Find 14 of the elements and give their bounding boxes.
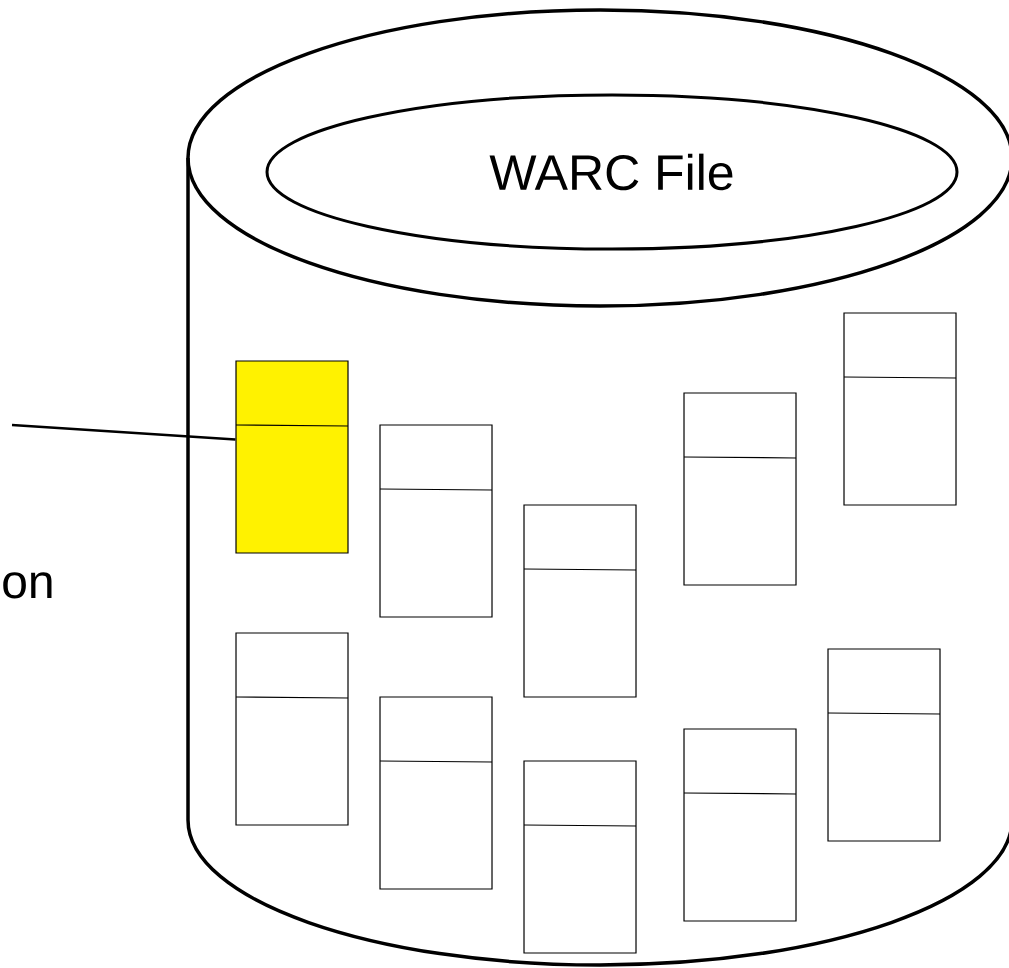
leader-line <box>11 423 236 441</box>
record-box <box>379 424 493 618</box>
record-box <box>523 760 637 954</box>
cylinder-drawing <box>186 8 1009 967</box>
record-box <box>523 504 637 698</box>
record-box <box>843 312 957 506</box>
record-box <box>683 392 797 586</box>
record-box <box>379 696 493 890</box>
record-box <box>683 728 797 922</box>
record-box <box>827 648 941 842</box>
record-box <box>235 360 349 554</box>
ellipse-label: WARC File <box>265 93 959 251</box>
record-box <box>235 632 349 826</box>
label-text: on <box>3 572 52 599</box>
